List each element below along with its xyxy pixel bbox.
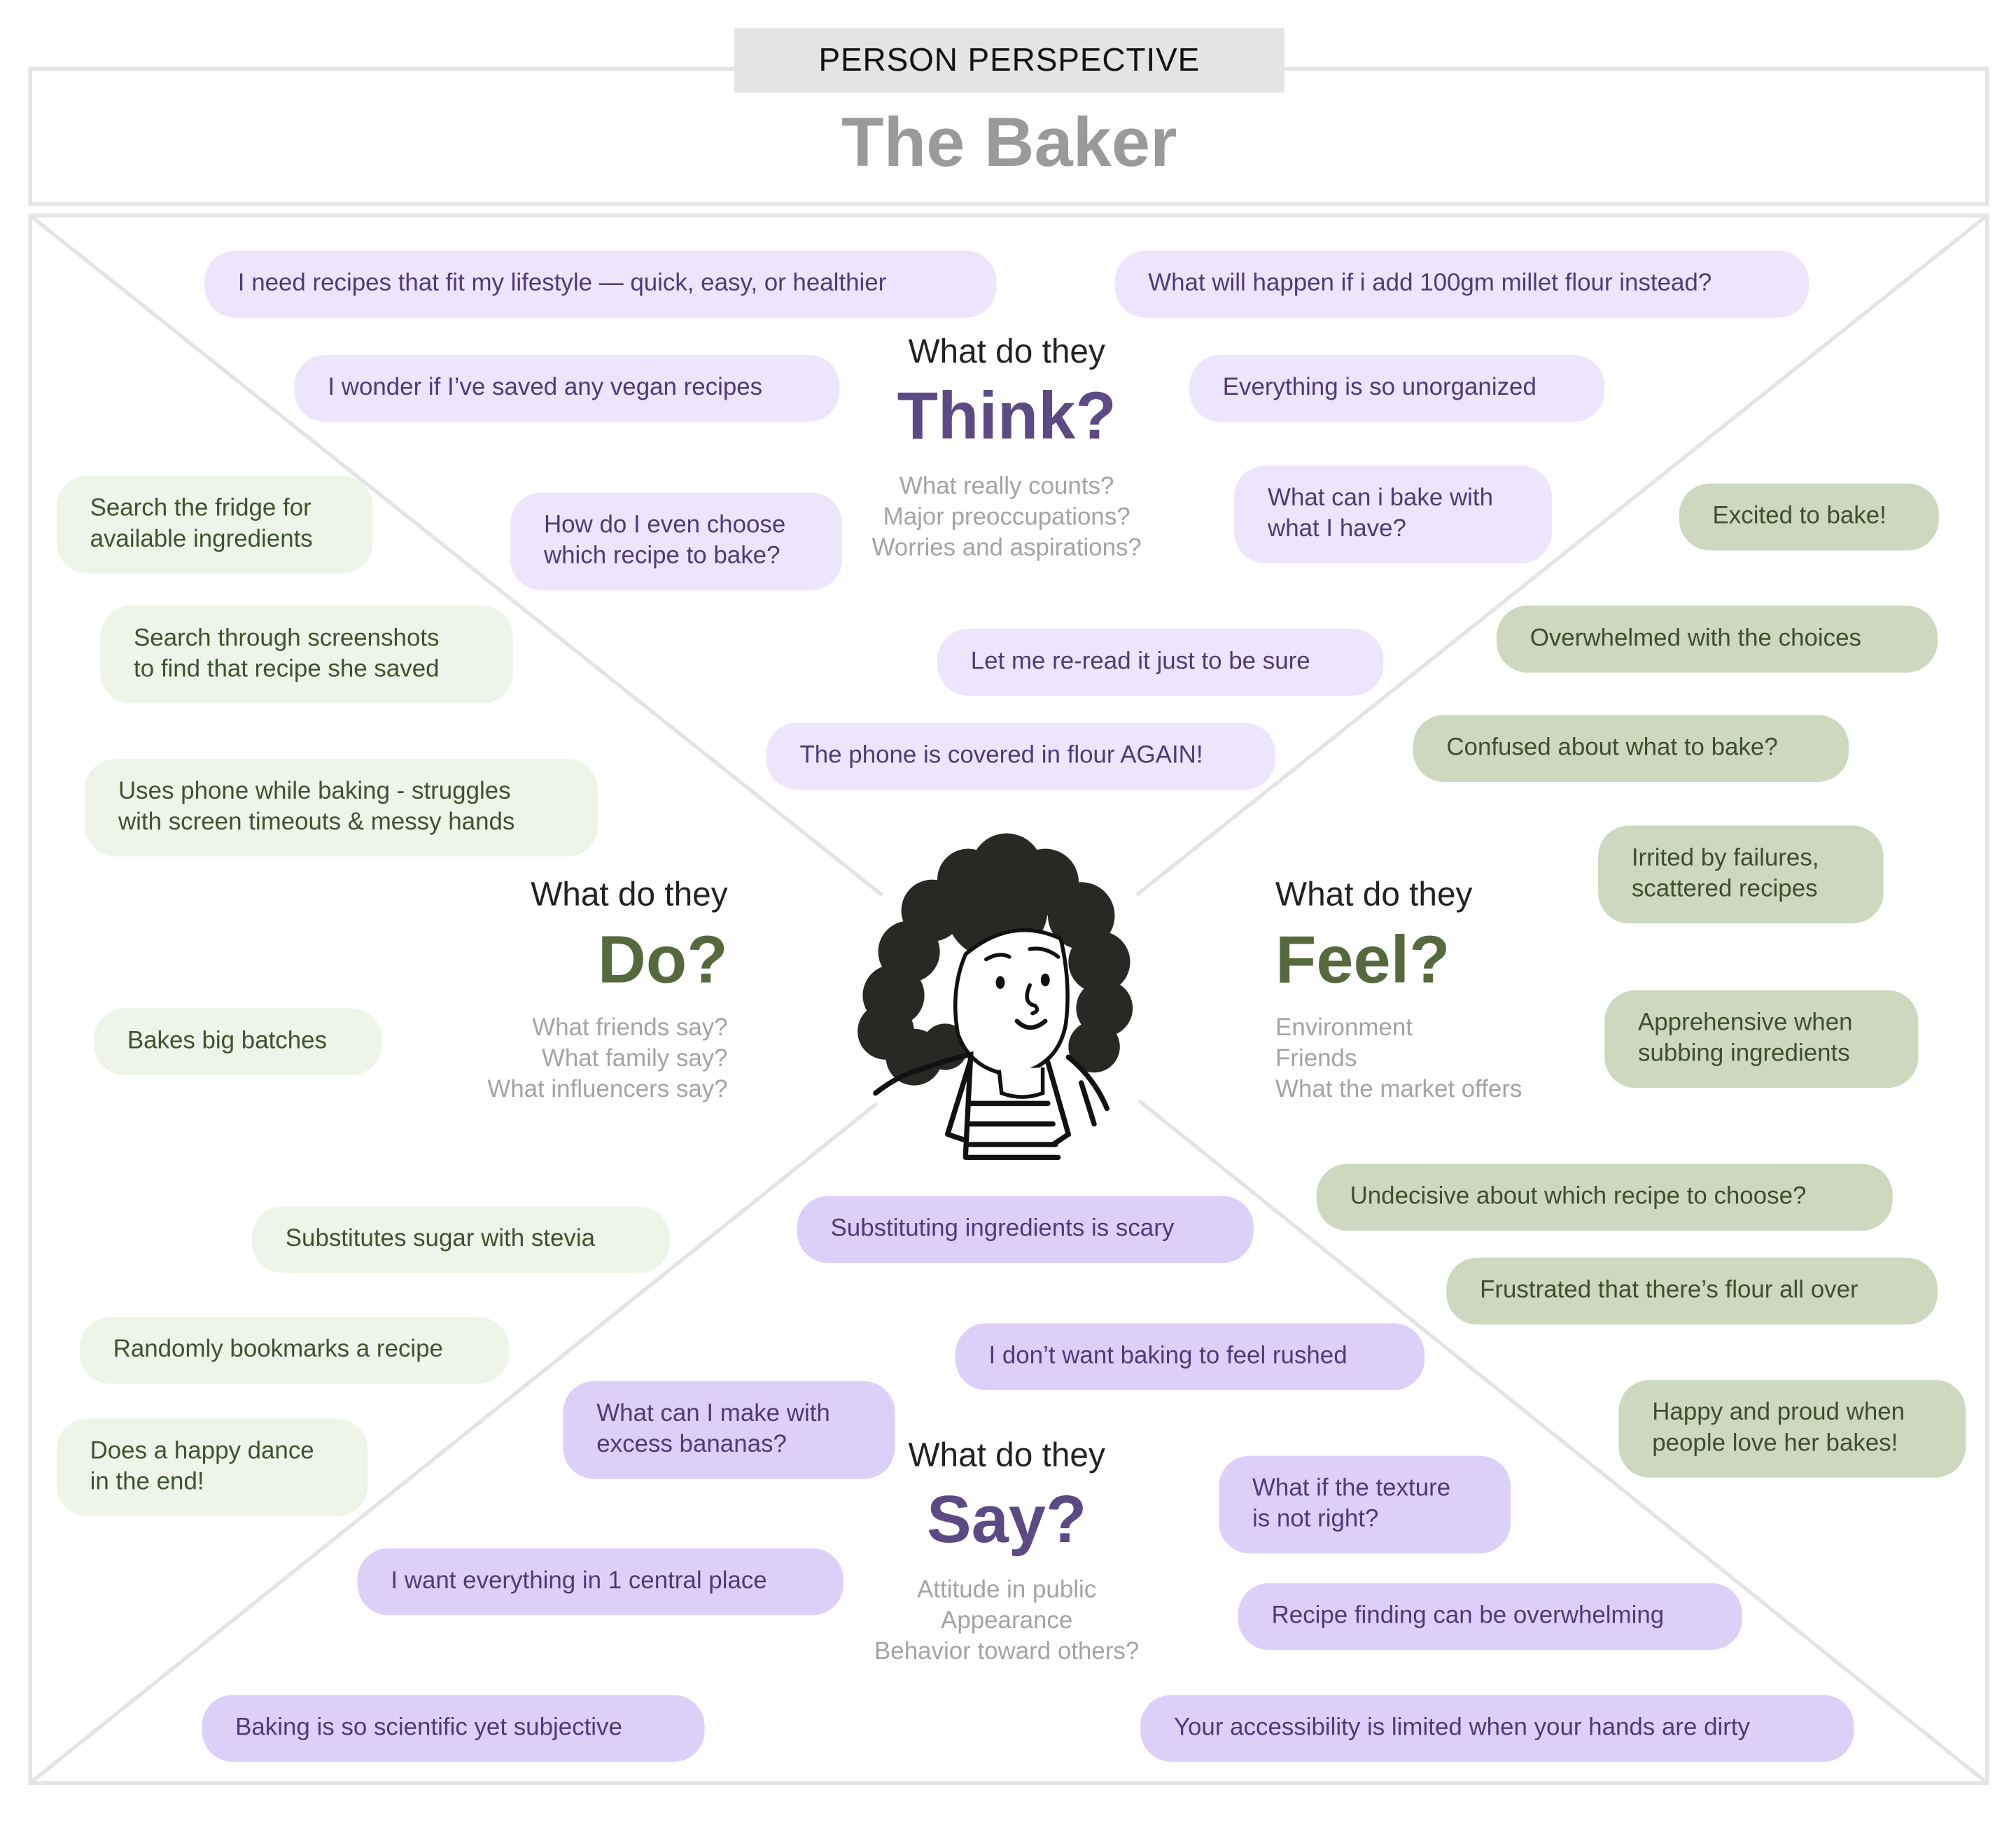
feel-note: Overwhelmed with the choices	[1496, 606, 1938, 673]
do-note: Bakes big batches	[94, 1008, 382, 1075]
think-note: Everything is so unorganized	[1189, 355, 1605, 422]
feel-note: Apprehensive when subbing ingredients	[1604, 990, 1919, 1088]
think-note: What can i bake with what I have?	[1234, 465, 1552, 564]
say-note: What can I make with excess bananas?	[563, 1381, 895, 1479]
think-prefix: What do they	[908, 331, 1105, 371]
do-note: Does a happy dance in the end!	[56, 1418, 368, 1517]
baker-avatar-illustration	[858, 833, 1133, 1161]
feel-note: Frustrated that there’s flour all over	[1446, 1257, 1938, 1325]
divider-top-right	[1135, 214, 1988, 897]
divider-bottom-left	[29, 1102, 878, 1784]
feel-note: Happy and proud when people love her bak…	[1618, 1380, 1966, 1478]
say-title: Say?	[926, 1483, 1087, 1558]
think-note: I wonder if I’ve saved any vegan recipes	[294, 355, 840, 422]
feel-note: Irrited by failures, scattered recipes	[1598, 825, 1884, 924]
divider-bottom-right	[1138, 1099, 1988, 1784]
say-note: What if the texture is not right?	[1219, 1455, 1511, 1554]
think-note: I need recipes that fit my lifestyle — q…	[204, 251, 997, 318]
say-prefix: What do they	[908, 1435, 1105, 1474]
do-note: Randomly bookmarks a recipe	[79, 1317, 510, 1384]
think-title: Think?	[897, 379, 1116, 454]
say-note: Recipe finding can be overwhelming	[1238, 1583, 1742, 1651]
think-prompts: What really counts? Major preoccupations…	[872, 473, 1142, 562]
say-note: Baking is so scientific yet subjective	[202, 1695, 705, 1762]
do-title: Do?	[597, 923, 728, 998]
feel-note: Excited to bake!	[1679, 483, 1939, 551]
divider-top-left	[29, 214, 883, 897]
say-note: Your accessibility is limited when your …	[1140, 1695, 1854, 1762]
think-note: The phone is covered in flour AGAIN!	[766, 722, 1276, 790]
do-note: Uses phone while baking - struggles with…	[85, 758, 598, 857]
do-prefix: What do they	[531, 874, 728, 913]
feel-prefix: What do they	[1275, 874, 1473, 913]
persona-title: The Baker	[841, 104, 1177, 182]
think-note: How do I even choose which recipe to bak…	[510, 492, 843, 591]
feel-title: Feel?	[1275, 923, 1450, 998]
think-note: What will happen if i add 100gm millet f…	[1114, 251, 1809, 318]
say-note: I don’t want baking to feel rushed	[955, 1323, 1425, 1390]
think-note: Let me re-read it just to be sure	[937, 629, 1384, 696]
feel-note: Confused about what to bake?	[1413, 715, 1849, 782]
do-note: Substitutes sugar with stevia	[252, 1206, 670, 1273]
do-prompts: What friends say? What family say? What …	[487, 1014, 728, 1104]
feel-note: Undecisive about which recipe to choose?	[1316, 1163, 1893, 1231]
map-frame	[28, 213, 1989, 1785]
do-note: Search through screenshots to find that …	[100, 606, 513, 704]
say-note: I want everything in 1 central place	[357, 1548, 844, 1616]
do-note: Search the fridge for available ingredie…	[56, 475, 373, 574]
say-prompts: Attitude in public Appearance Behavior t…	[874, 1576, 1140, 1666]
feel-prompts: Environment Friends What the market offe…	[1275, 1014, 1522, 1104]
perspective-tab: PERSON PERSPECTIVE	[734, 28, 1284, 93]
say-note: Substituting ingredients is scary	[797, 1196, 1254, 1264]
